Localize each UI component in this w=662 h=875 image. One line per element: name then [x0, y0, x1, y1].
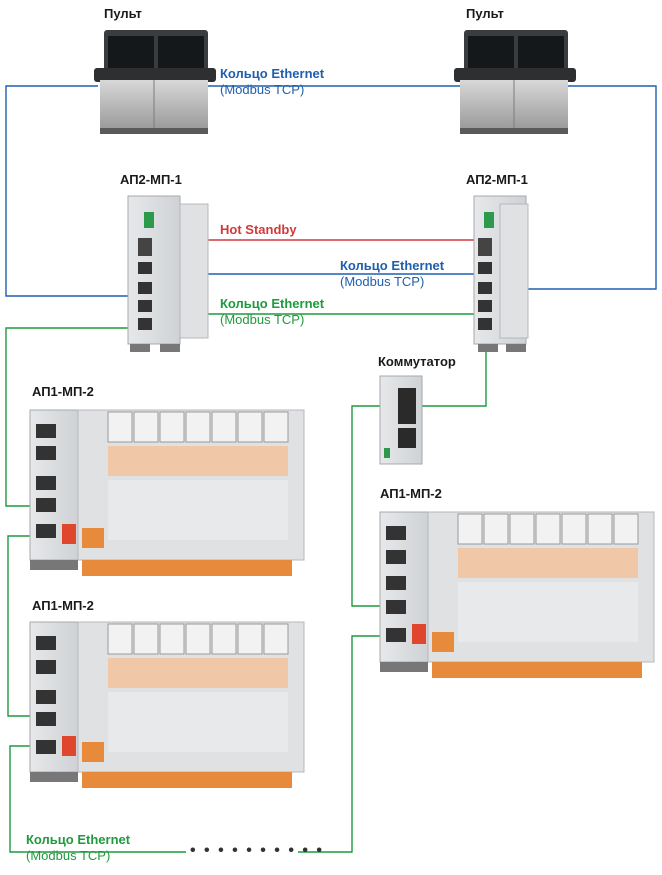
- io-bottom-left-label: АП1-МП-2: [32, 598, 94, 613]
- cpu-module-right: [473, 195, 529, 352]
- green-io1-io2-line: [7, 535, 30, 717]
- hot-standby-label: Hot Standby: [220, 222, 297, 238]
- ring-blue-mid-sub: (Modbus TCP): [340, 274, 425, 289]
- green-bottom-right-line: [298, 635, 380, 853]
- ring-green-mid-label: Кольцо Ethernet (Modbus TCP): [220, 296, 324, 328]
- ring-green-mid-sub: (Modbus TCP): [220, 312, 305, 327]
- green-io2-bottom-line: [9, 745, 186, 853]
- ring-blue-mid-title: Кольцо Ethernet: [340, 258, 445, 273]
- ring-bottom-label: Кольцо Ethernet (Modbus TCP): [26, 832, 130, 864]
- cpu-module-left: [127, 195, 209, 352]
- blue-right-line: [488, 85, 657, 290]
- operator-panel-right: [454, 30, 576, 134]
- ring-bottom-sub: (Modbus TCP): [26, 848, 111, 863]
- io-right-label: АП1-МП-2: [380, 486, 442, 501]
- network-switch: [379, 375, 423, 465]
- panel-left-label: Пульт: [104, 6, 142, 21]
- ring-bottom-title: Кольцо Ethernet: [26, 832, 131, 847]
- cpu-left-label: АП2-МП-1: [120, 172, 182, 187]
- cpu-right-label: АП2-МП-1: [466, 172, 528, 187]
- ring-top-label: Кольцо Ethernet (Modbus TCP): [220, 66, 324, 98]
- io-rack-top-left: [29, 409, 305, 576]
- ring-blue-mid-label: Кольцо Ethernet (Modbus TCP): [340, 258, 444, 290]
- io-rack-right: [379, 511, 655, 678]
- operator-panel-left: [94, 30, 216, 134]
- io-rack-bottom-left: [29, 621, 305, 788]
- green-switch-io3-line: [351, 405, 380, 607]
- ring-top-sub: (Modbus TCP): [220, 82, 305, 97]
- blue-ring-line: [5, 85, 136, 297]
- panel-right-label: Пульт: [466, 6, 504, 21]
- ring-green-mid-title: Кольцо Ethernet: [220, 296, 325, 311]
- io-top-left-label: АП1-МП-2: [32, 384, 94, 399]
- continuation-dots: • • • • • • • • • •: [190, 842, 325, 859]
- ring-top-title: Кольцо Ethernet: [220, 66, 325, 81]
- green-left-line: [5, 327, 138, 507]
- hot-standby-title: Hot Standby: [220, 222, 297, 237]
- switch-label: Коммутатор: [378, 354, 456, 369]
